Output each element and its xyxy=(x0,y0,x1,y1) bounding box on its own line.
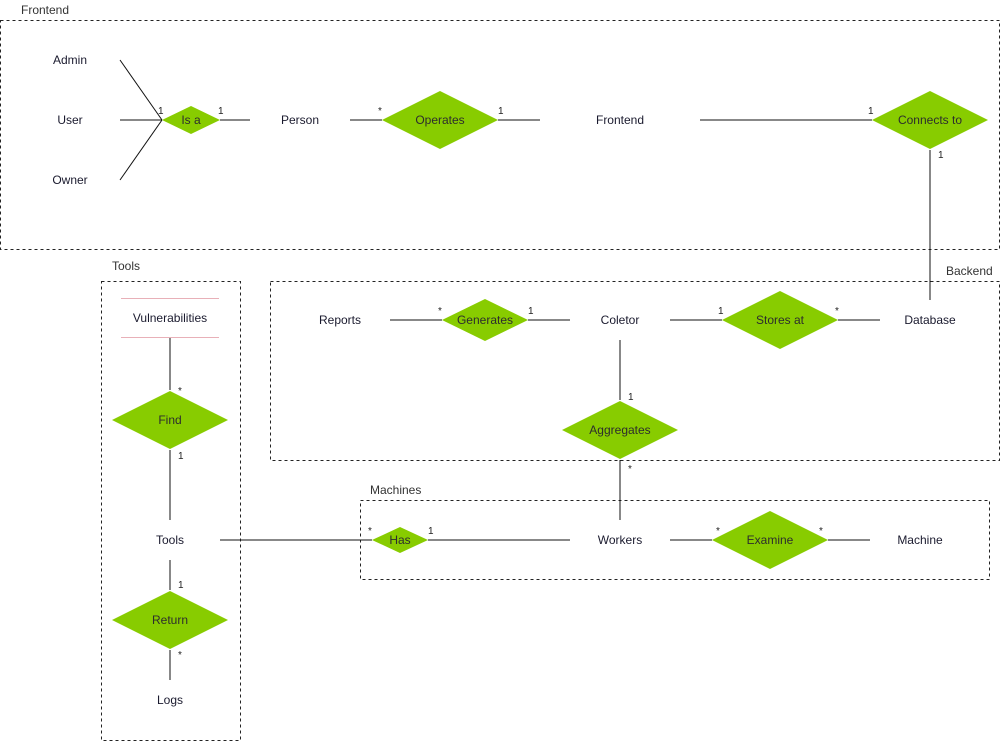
entity-tools[interactable]: Tools xyxy=(156,533,184,547)
relationships: Is a Operates Connects to Generates Stor… xyxy=(112,91,988,649)
card-operates-right: 1 xyxy=(498,106,504,117)
tools-group-box xyxy=(101,281,241,741)
stores-at-diamond[interactable] xyxy=(722,291,838,349)
card-connects-bottom: 1 xyxy=(938,150,944,161)
card-find-top: * xyxy=(178,386,182,397)
card-has-right: 1 xyxy=(428,526,434,537)
card-generates-right: 1 xyxy=(528,306,534,317)
edge-owner-isa xyxy=(119,119,163,181)
card-aggregates-top: 1 xyxy=(628,392,634,403)
has-label: Has xyxy=(389,533,410,547)
frontend-group-label: Frontend xyxy=(21,3,69,17)
card-connects-left: 1 xyxy=(868,106,874,117)
entity-admin[interactable]: Admin xyxy=(53,53,87,67)
return-label: Return xyxy=(152,613,188,627)
aggregates-label: Aggregates xyxy=(589,423,650,437)
card-return-top: 1 xyxy=(178,580,184,591)
machines-group-label: Machines xyxy=(370,483,421,497)
card-examine-left: * xyxy=(716,526,720,537)
entity-owner[interactable]: Owner xyxy=(52,173,87,187)
card-generates-left: * xyxy=(438,306,442,317)
entity-frontend[interactable]: Frontend xyxy=(596,113,644,127)
backend-group-box xyxy=(270,281,1000,461)
entity-workers[interactable]: Workers xyxy=(598,533,642,547)
is-a-diamond[interactable] xyxy=(162,106,220,134)
operates-label: Operates xyxy=(415,113,464,127)
entity-coletor[interactable]: Coletor xyxy=(601,313,640,327)
return-diamond[interactable] xyxy=(112,591,228,649)
generates-label: Generates xyxy=(457,313,513,327)
card-stores-left: 1 xyxy=(718,306,724,317)
edges xyxy=(119,59,931,680)
card-is-a-right: 1 xyxy=(218,106,224,117)
frontend-group-box xyxy=(0,20,1000,250)
entity-vulnerabilities[interactable]: Vulnerabilities xyxy=(133,311,207,325)
connects-to-label: Connects to xyxy=(898,113,962,127)
card-examine-right: * xyxy=(819,526,823,537)
generates-diamond[interactable] xyxy=(442,299,528,341)
card-operates-left: * xyxy=(378,106,382,117)
operates-diamond[interactable] xyxy=(382,91,498,149)
card-find-bottom: 1 xyxy=(178,451,184,462)
entity-logs[interactable]: Logs xyxy=(157,693,183,707)
examine-diamond[interactable] xyxy=(712,511,828,569)
cardinalities: 1 1 * 1 1 1 * 1 1 * 1 * * 1 1 * * 1 * * xyxy=(158,106,944,661)
card-has-left: * xyxy=(368,526,372,537)
entities: Admin User Owner Person Frontend Reports… xyxy=(52,53,956,707)
examine-label: Examine xyxy=(747,533,794,547)
stores-at-label: Stores at xyxy=(756,313,805,327)
find-label: Find xyxy=(158,413,181,427)
tools-group-label: Tools xyxy=(112,259,140,273)
is-a-label: Is a xyxy=(181,113,201,127)
entity-person[interactable]: Person xyxy=(281,113,319,127)
edge-admin-isa xyxy=(119,59,163,121)
card-return-bottom: * xyxy=(178,650,182,661)
aggregates-diamond[interactable] xyxy=(562,401,678,459)
entity-database[interactable]: Database xyxy=(904,313,956,327)
card-is-a-left: 1 xyxy=(158,106,164,117)
card-aggregates-bottom: * xyxy=(628,464,632,475)
has-diamond[interactable] xyxy=(372,527,428,553)
entity-reports[interactable]: Reports xyxy=(319,313,361,327)
entity-machine[interactable]: Machine xyxy=(897,533,943,547)
backend-group-label: Backend xyxy=(946,264,993,278)
find-diamond[interactable] xyxy=(112,391,228,449)
card-stores-right: * xyxy=(835,306,839,317)
entity-user[interactable]: User xyxy=(57,113,82,127)
connects-to-diamond[interactable] xyxy=(872,91,988,149)
